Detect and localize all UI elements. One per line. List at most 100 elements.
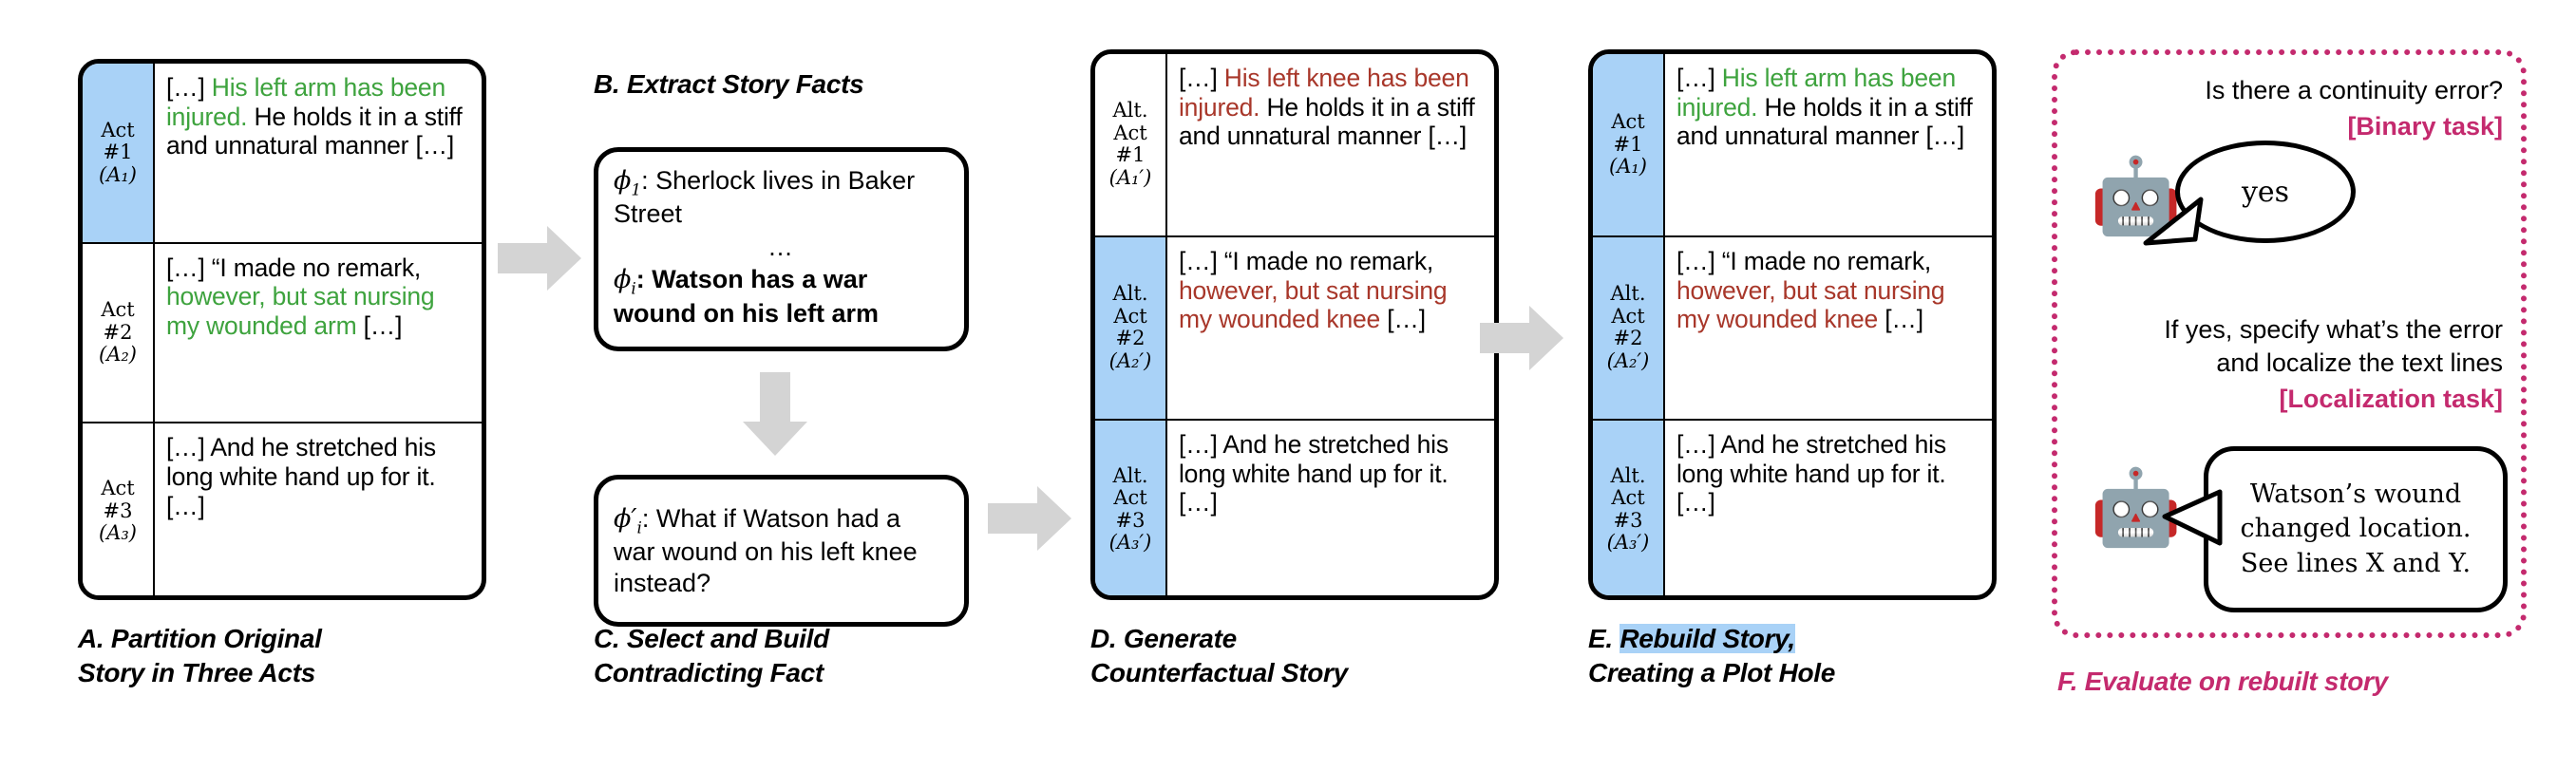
caption-panel-d: D. Generate Counterfactual Story (1090, 622, 1518, 690)
act-label-line2: #2 (103, 320, 133, 344)
act-label-line2: Act (1113, 304, 1147, 328)
act-text-cell: […] “I made no remark, however, but sat … (1665, 237, 1992, 419)
caption-line-1: A. Partition Original (78, 624, 322, 653)
fact-1-text: : Sherlock lives in Baker Street (614, 166, 916, 229)
act-label-symbol: (A₂′) (1108, 348, 1152, 372)
act-label-cell: Alt. Act #2 (A₂′) (1095, 236, 1167, 419)
act-label-symbol: (A₂) (99, 343, 137, 367)
text-highlight: however, but sat nursing my wounded knee (1676, 275, 1945, 334)
robot-icon: 🤖 (2090, 465, 2183, 551)
text-pre: […] (166, 73, 212, 102)
caption-panel-f: F. Evaluate on rebuilt story (2057, 667, 2388, 696)
act-text-cell: […] His left arm has been injured. He ho… (155, 64, 482, 242)
phi-i-symbol: ϕi (614, 265, 636, 298)
act-label-line3: #2 (1115, 327, 1146, 350)
act-text-cell: […] “I made no remark, however, but sat … (155, 244, 482, 423)
text-highlight: however, but sat nursing my wounded arm (166, 282, 435, 341)
act-label-line2: #1 (1613, 132, 1643, 156)
caption-line-1: D. Generate (1090, 624, 1237, 653)
act-label-symbol: (A₁′) (1108, 165, 1152, 189)
robot-icon: 🤖 (2090, 154, 2183, 239)
act-label-symbol: (A₁) (1609, 155, 1647, 179)
arrow-b-to-c-icon (741, 372, 809, 458)
act-label-line2: Act (1113, 486, 1147, 510)
act-label-cell: Alt. Act #3 (A₃′) (1095, 420, 1167, 595)
act-text-cell: […] “I made no remark, however, but sat … (1167, 237, 1494, 419)
speech-bubble-binary-tail (2142, 196, 2208, 259)
panel-b-facts-box: ϕ1: Sherlock lives in Baker Street … ϕi:… (594, 147, 969, 351)
answer-localize-line-3: See lines X and Y. (2240, 548, 2472, 578)
phi-symbol: ϕ1 (614, 166, 642, 199)
speech-bubble-localization-tail (2161, 486, 2227, 557)
act-label-symbol: (A₃′) (1108, 531, 1152, 555)
phi-prime-symbol: ϕ′i (614, 503, 642, 537)
act-text-cell: […] And he stretched his long white hand… (1665, 421, 1992, 595)
act-label-line1: Alt. (1112, 282, 1148, 306)
act-label-symbol: (A₃′) (1606, 531, 1650, 555)
panel-c-fact-box: ϕ′i: What if Watson had a war wound on h… (594, 475, 969, 627)
caption-line-2: Creating a Plot Hole (1588, 657, 1836, 687)
text-post: He holds it in a stiff and unnatural man… (166, 102, 463, 160)
speech-bubble-binary-answer: yes (2175, 141, 2356, 243)
act-label-cell: Act #1 (A₁) (83, 64, 155, 242)
panel-d-story-card: Alt. Act #1 (A₁′) […] His left knee has … (1090, 49, 1499, 600)
panel-e-story-card: Act #1 (A₁) […] His left arm has been in… (1588, 49, 1997, 600)
text-highlight: however, but sat nursing my wounded knee (1179, 275, 1448, 334)
caption-panel-c: C. Select and Build Contradicting Fact (594, 622, 993, 690)
text-post: […] (1380, 305, 1426, 334)
table-row: Act #3 (A₃) […] And he stretched his lon… (83, 423, 482, 595)
act-label-line3: #3 (1613, 508, 1643, 532)
text-pre: […] “I made no remark, (1676, 246, 1932, 275)
act-label-cell: Act #1 (A₁) (1593, 54, 1665, 235)
text-pre: […] And he stretched his long white hand… (166, 433, 436, 520)
text-highlight: His left arm has been injured. (1676, 64, 1956, 122)
text-post: He holds it in a stiff and unnatural man… (1179, 92, 1475, 151)
answer-localize-line-1: Watson’s wound (2249, 479, 2462, 509)
caption-highlighted: Rebuild Story, (1619, 624, 1795, 653)
fact-ellipsis: … (767, 232, 795, 261)
act-label-line3: #3 (1115, 508, 1146, 532)
tag-localization-task: [Localization task] (2279, 385, 2503, 413)
fact-1: ϕ1: Sherlock lives in Baker Street (614, 165, 949, 230)
act-label-line1: Alt. (1610, 463, 1646, 487)
text-post: […] (356, 311, 403, 341)
act-label-line1: Alt. (1112, 463, 1148, 487)
table-row: Alt. Act #2 (A₂′) […] “I made no remark,… (1095, 236, 1494, 421)
text-pre: […] “I made no remark, (166, 253, 422, 282)
act-label-cell: Alt. Act #1 (A₁′) (1095, 54, 1167, 235)
answer-binary-text: yes (2241, 175, 2290, 209)
act-label-cell: Act #3 (A₃) (83, 423, 155, 595)
table-row: Alt. Act #3 (A₃′) […] And he stretched h… (1095, 420, 1494, 595)
act-label-line1: Act (1611, 110, 1645, 134)
arrow-c-to-d-icon (988, 484, 1073, 553)
act-label-cell: Act #2 (A₂) (83, 243, 155, 423)
act-label-line3: #2 (1613, 327, 1643, 350)
act-text-cell: […] His left arm has been injured. He ho… (1665, 54, 1992, 235)
table-row: Alt. Act #2 (A₂′) […] “I made no remark,… (1593, 236, 1992, 421)
act-label-symbol: (A₁) (99, 162, 137, 186)
caption-line-1: C. Select and Build (594, 624, 829, 653)
text-pre: […] “I made no remark, (1179, 246, 1434, 275)
act-label-cell: Alt. Act #2 (A₂′) (1593, 236, 1665, 419)
title-panel-b: B. Extract Story Facts (594, 69, 864, 99)
caption-prefix: E. (1588, 624, 1620, 653)
table-row: Act #1 (A₁) […] His left arm has been in… (1593, 54, 1992, 237)
question-binary: Is there a continuity error? (2205, 76, 2503, 104)
counterfact-text-wrap: ϕ′i: What if Watson had a war wound on h… (614, 503, 949, 598)
caption-line-2: Counterfactual Story (1090, 657, 1348, 687)
act-label-line2: Act (1113, 121, 1147, 144)
caption-panel-a: A. Partition Original Story in Three Act… (78, 622, 486, 690)
text-pre: […] (1676, 64, 1722, 92)
tag-binary-task: [Binary task] (2347, 112, 2503, 141)
act-label-line2: Act (1611, 486, 1645, 510)
table-row: Act #2 (A₂) […] “I made no remark, howev… (83, 243, 482, 424)
act-text-cell: […] And he stretched his long white hand… (1167, 421, 1494, 595)
arrow-a-to-b-icon (498, 224, 583, 292)
speech-bubble-localization-answer: Watson’s wound changed location. See lin… (2204, 446, 2508, 612)
answer-localize-wrap: Watson’s wound changed location. See lin… (2241, 478, 2472, 581)
question-localize-line-2: and localize the text lines (2216, 348, 2503, 378)
text-pre: […] And he stretched his long white hand… (1676, 429, 1946, 517)
counterfact-text: : What if Watson had a war wound on his … (614, 503, 918, 597)
question-localize: If yes, specify what’s the error and loc… (2080, 313, 2503, 380)
